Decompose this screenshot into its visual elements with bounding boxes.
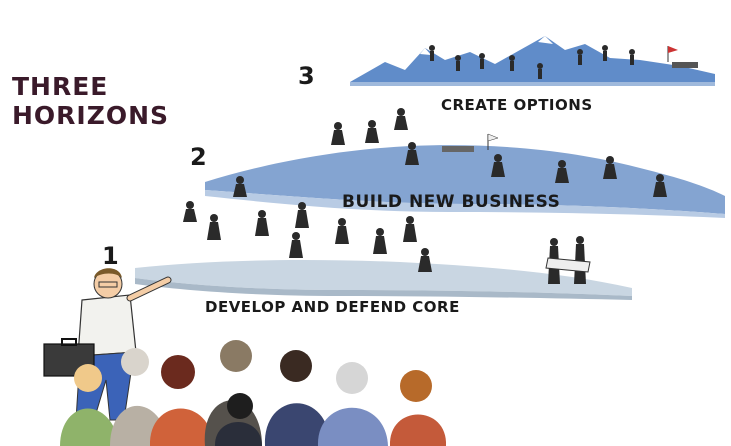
- audience: [60, 340, 447, 446]
- horizon-1-number: 1: [102, 242, 120, 270]
- runners-horizon-1: [207, 202, 591, 284]
- title-line-1: THREE: [12, 72, 109, 101]
- presenter: [43, 268, 172, 421]
- mountain-range-horizon-3: [350, 36, 715, 86]
- horizon-3-label: CREATE OPTIONS: [441, 96, 593, 114]
- runners-horizon-2: [183, 108, 667, 222]
- horizon-2-label: BUILD NEW BUSINESS: [342, 192, 561, 212]
- horizon-1-label: DEVELOP AND DEFEND CORE: [205, 298, 460, 316]
- hill-horizon-2: [205, 145, 725, 218]
- explorers-horizon-3: [429, 45, 698, 79]
- ground-horizon-1: [135, 260, 632, 300]
- horizon-2-number: 2: [190, 143, 208, 171]
- title-line-2: HORIZONS: [12, 101, 170, 130]
- horizon-3-number: 3: [298, 62, 316, 90]
